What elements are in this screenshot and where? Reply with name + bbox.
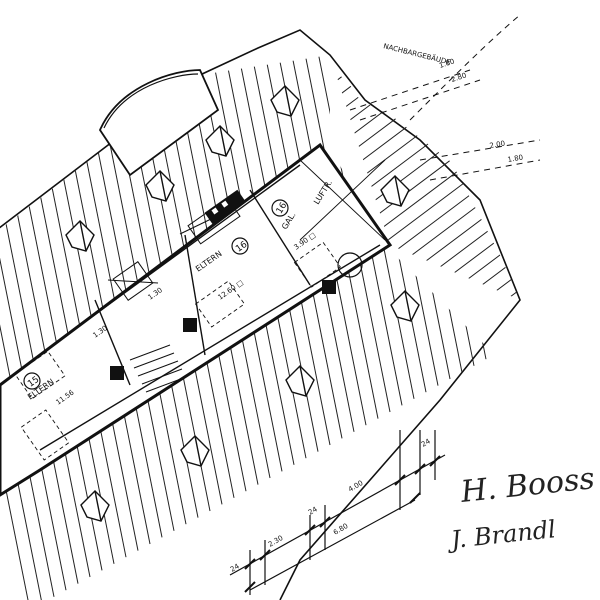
hatch-line <box>462 294 520 300</box>
hatch-line <box>451 286 520 300</box>
signature-lower: J. Brandl <box>445 515 557 554</box>
hatch-line <box>418 261 520 300</box>
dormer-box <box>285 365 315 397</box>
dormer-ridge <box>284 85 292 117</box>
dormer-box <box>180 435 210 467</box>
hatch-line <box>443 55 535 333</box>
hatch-line <box>527 55 560 287</box>
dim-400: 4.00 <box>347 479 365 494</box>
dormer-box <box>390 290 420 322</box>
hatch-line <box>515 55 560 294</box>
hatch-line <box>551 55 560 274</box>
hatch-line <box>479 55 560 314</box>
dormer-ridge <box>194 435 202 467</box>
signature-upper: H. Booss <box>458 461 596 510</box>
dormer-box <box>80 490 110 522</box>
dim-24b: 24 <box>307 505 319 517</box>
hatch-line <box>330 126 407 248</box>
dormer-box <box>380 175 410 207</box>
dormer-box <box>65 220 95 252</box>
stair <box>129 344 187 393</box>
hatch-line <box>539 55 560 281</box>
dimension-ticks <box>244 455 441 593</box>
dim-top-2: 2.80 <box>450 71 467 83</box>
furniture-outlines <box>14 241 341 461</box>
building-core <box>0 142 393 497</box>
dim-24a: 24 <box>229 562 241 574</box>
dormer-ridge <box>159 170 167 202</box>
roof-dormers <box>65 85 420 522</box>
bottom-dimension-labels: 24 2.30 24 4.00 24 6.80 <box>229 437 432 574</box>
hatch-line <box>503 55 560 300</box>
dormer-ridge <box>79 220 87 252</box>
dim-24c: 24 <box>420 437 432 449</box>
room-number-circles <box>23 199 289 390</box>
hatch-line <box>330 118 396 240</box>
dim-top-3: 2.00 <box>489 139 506 150</box>
dormer-box <box>145 170 175 202</box>
dimension-chain <box>229 430 446 595</box>
hatch-line <box>473 304 600 424</box>
hatch-line <box>0 153 43 600</box>
hatch-line <box>576 0 600 260</box>
dormer-ridge <box>394 175 402 207</box>
spiral-stair <box>337 252 363 278</box>
hatch-line <box>440 277 520 300</box>
signatures: H. Booss J. Brandl <box>445 461 597 554</box>
hatch-line <box>491 55 560 307</box>
dim-top-4: 1.80 <box>507 153 524 164</box>
hatch-line <box>0 159 31 600</box>
hatch-line <box>564 0 600 267</box>
dormer-ridge <box>219 125 227 157</box>
roof-outline <box>0 29 521 600</box>
dim-total: 6.80 <box>332 522 350 537</box>
hatch-line <box>0 140 67 591</box>
dormer-box <box>270 85 300 117</box>
hatch-line <box>431 55 523 340</box>
hatch-line <box>588 0 600 254</box>
dormer-box <box>205 125 235 157</box>
dormer-ridge <box>94 490 102 522</box>
dormer-ridge <box>404 290 412 322</box>
curved-dormer <box>98 69 220 177</box>
dormer-ridge <box>299 365 307 397</box>
hatch-line <box>0 146 55 597</box>
projection-lines <box>349 14 541 181</box>
hatch-line <box>330 110 386 231</box>
hatch-line <box>364 219 520 300</box>
top-dimension-labels: 1.80 2.80 2.00 1.80 <box>438 57 524 163</box>
